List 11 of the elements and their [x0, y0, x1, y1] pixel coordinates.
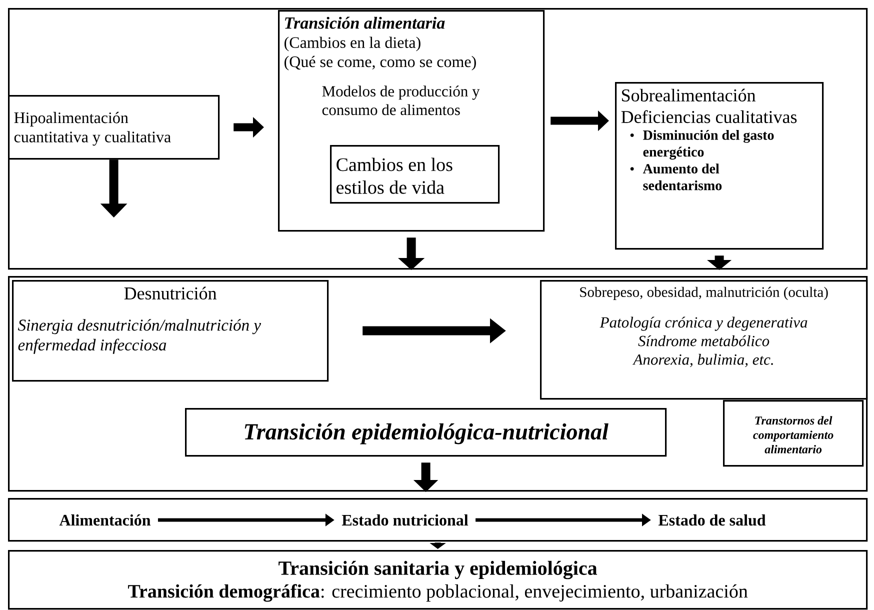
flow-label: Estado de salud	[658, 514, 766, 526]
flow-label: Estado nutricional	[342, 514, 468, 526]
text-box: Cambios en los estilos de vida	[330, 145, 500, 204]
flow-label: Alimentación	[59, 514, 151, 526]
text-box: Transtornos del comportamiento alimentario	[723, 400, 864, 467]
text-box: Transición sanitaria y epidemiológica Transición demográfica: crecimiento poblacional, envejecimiento, urbanización	[8, 550, 868, 610]
text-box: Transición epidemiológica-nutricional	[185, 408, 667, 457]
panel-box	[8, 498, 868, 542]
text-box: Sobrealimentación Deficiencias cualitativas Disminución del gasto energético Aumento del sedentarismo	[615, 82, 824, 250]
text-box: Desnutrición Sinergia desnutrición/malnutrición y enfermedad infecciosa	[12, 280, 329, 382]
text-box: Hipoalimentación cuantitativa y cualitativa	[8, 95, 220, 160]
